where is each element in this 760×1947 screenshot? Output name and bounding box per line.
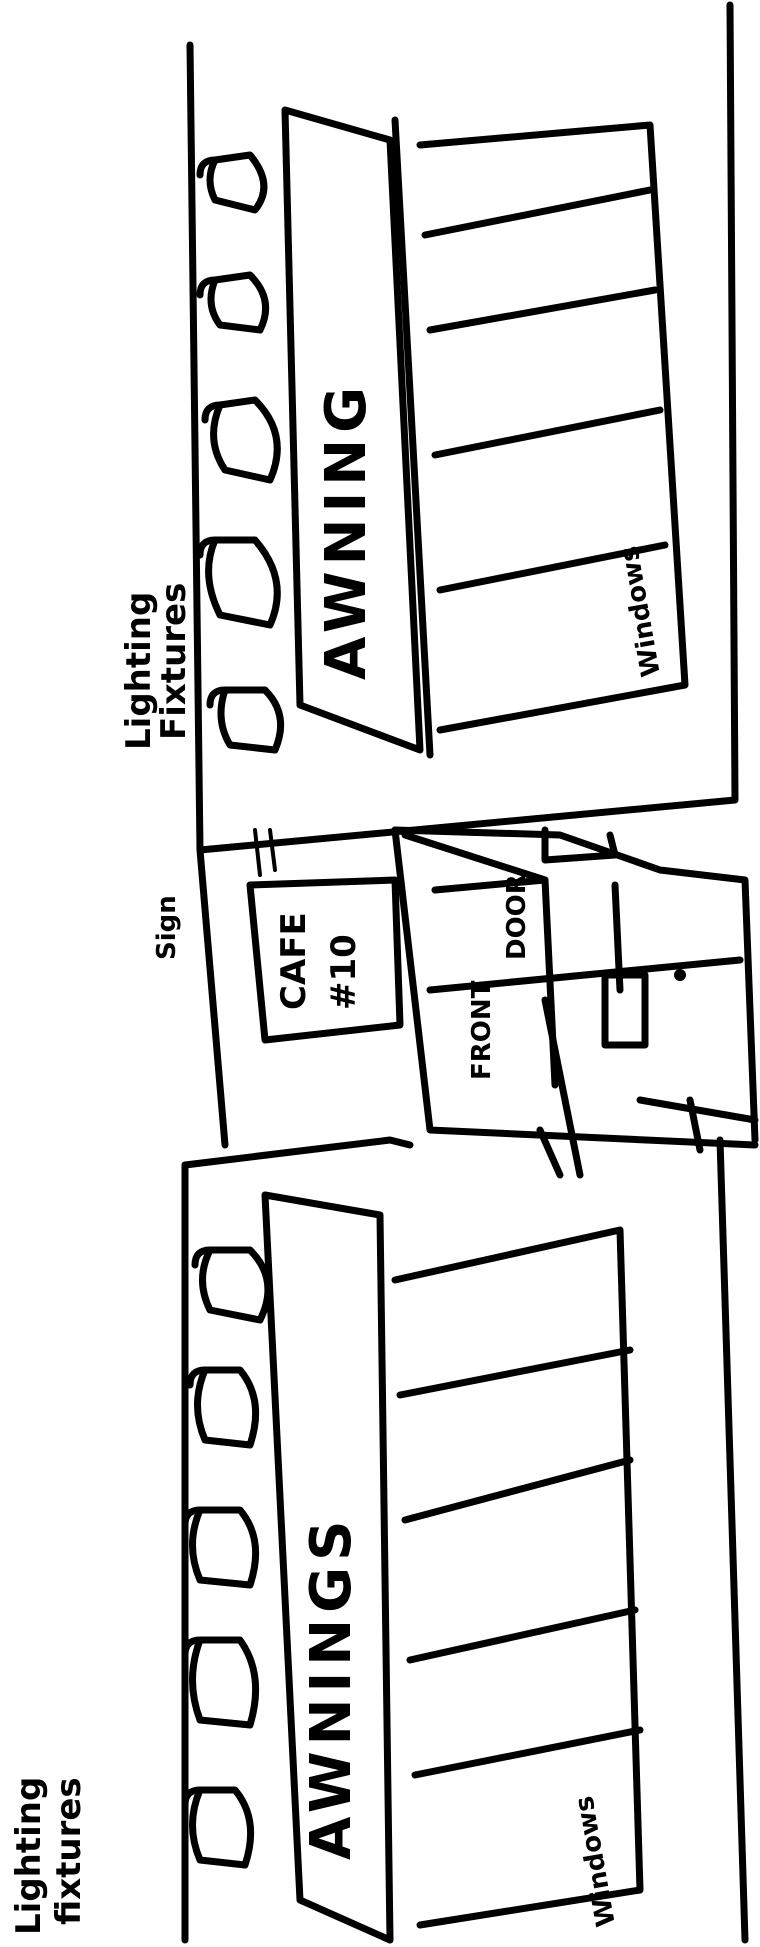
front-door: FRONT DOOR <box>395 830 755 1175</box>
light-fixture-icon <box>205 400 277 480</box>
light-fixture-icon <box>185 1640 256 1725</box>
top-fixtures-label-line1: Lighting <box>119 592 159 750</box>
light-fixture-icon <box>200 540 277 625</box>
bottom-windows: Windows <box>395 1230 640 1929</box>
top-windows: Windows <box>420 125 685 730</box>
top-awning: AWNING <box>285 110 430 755</box>
sign-label-line2: #10 <box>324 934 364 1010</box>
bottom-storefront: AWNINGS Windows <box>9 1140 745 1940</box>
light-fixture-icon <box>200 155 264 210</box>
top-fixtures-label-line2: Fixtures <box>154 583 194 740</box>
sign-label-line1: CAFE <box>274 912 314 1010</box>
bottom-windows-label: Windows <box>569 1794 621 1929</box>
door-label-line1: FRONT <box>467 980 497 1080</box>
bottom-awning-label: AWNINGS <box>299 1515 364 1860</box>
middle-entrance: CAFE #10 Sign FRONT DOOR <box>152 830 755 1175</box>
bottom-awning: AWNINGS <box>265 1195 390 1940</box>
sign-caption: Sign <box>152 895 182 960</box>
bottom-fixtures-label-line2: fixtures <box>49 1777 89 1925</box>
bottom-facade-outline <box>720 1140 745 1940</box>
cafe-sign: CAFE #10 Sign <box>152 880 400 1040</box>
top-storefront: AWNING Windows <box>119 5 735 850</box>
light-fixture-icon <box>195 1250 268 1320</box>
bottom-fixtures-label-line1: Lighting <box>9 1777 49 1935</box>
door-label-line2: DOOR <box>502 874 532 960</box>
light-fixture-icon <box>190 1370 256 1445</box>
light-fixture-icon <box>185 1510 256 1585</box>
door-handle-plate <box>605 975 645 1045</box>
light-fixture-icon <box>210 690 281 750</box>
light-fixture-icon <box>200 275 266 330</box>
light-fixture-icon <box>185 1790 251 1865</box>
top-awning-label: AWNING <box>314 381 379 680</box>
top-windows-label: Windows <box>614 544 666 679</box>
bottom-lighting-fixtures: Lighting fixtures <box>9 1250 268 1935</box>
door-knob-icon <box>674 969 686 981</box>
